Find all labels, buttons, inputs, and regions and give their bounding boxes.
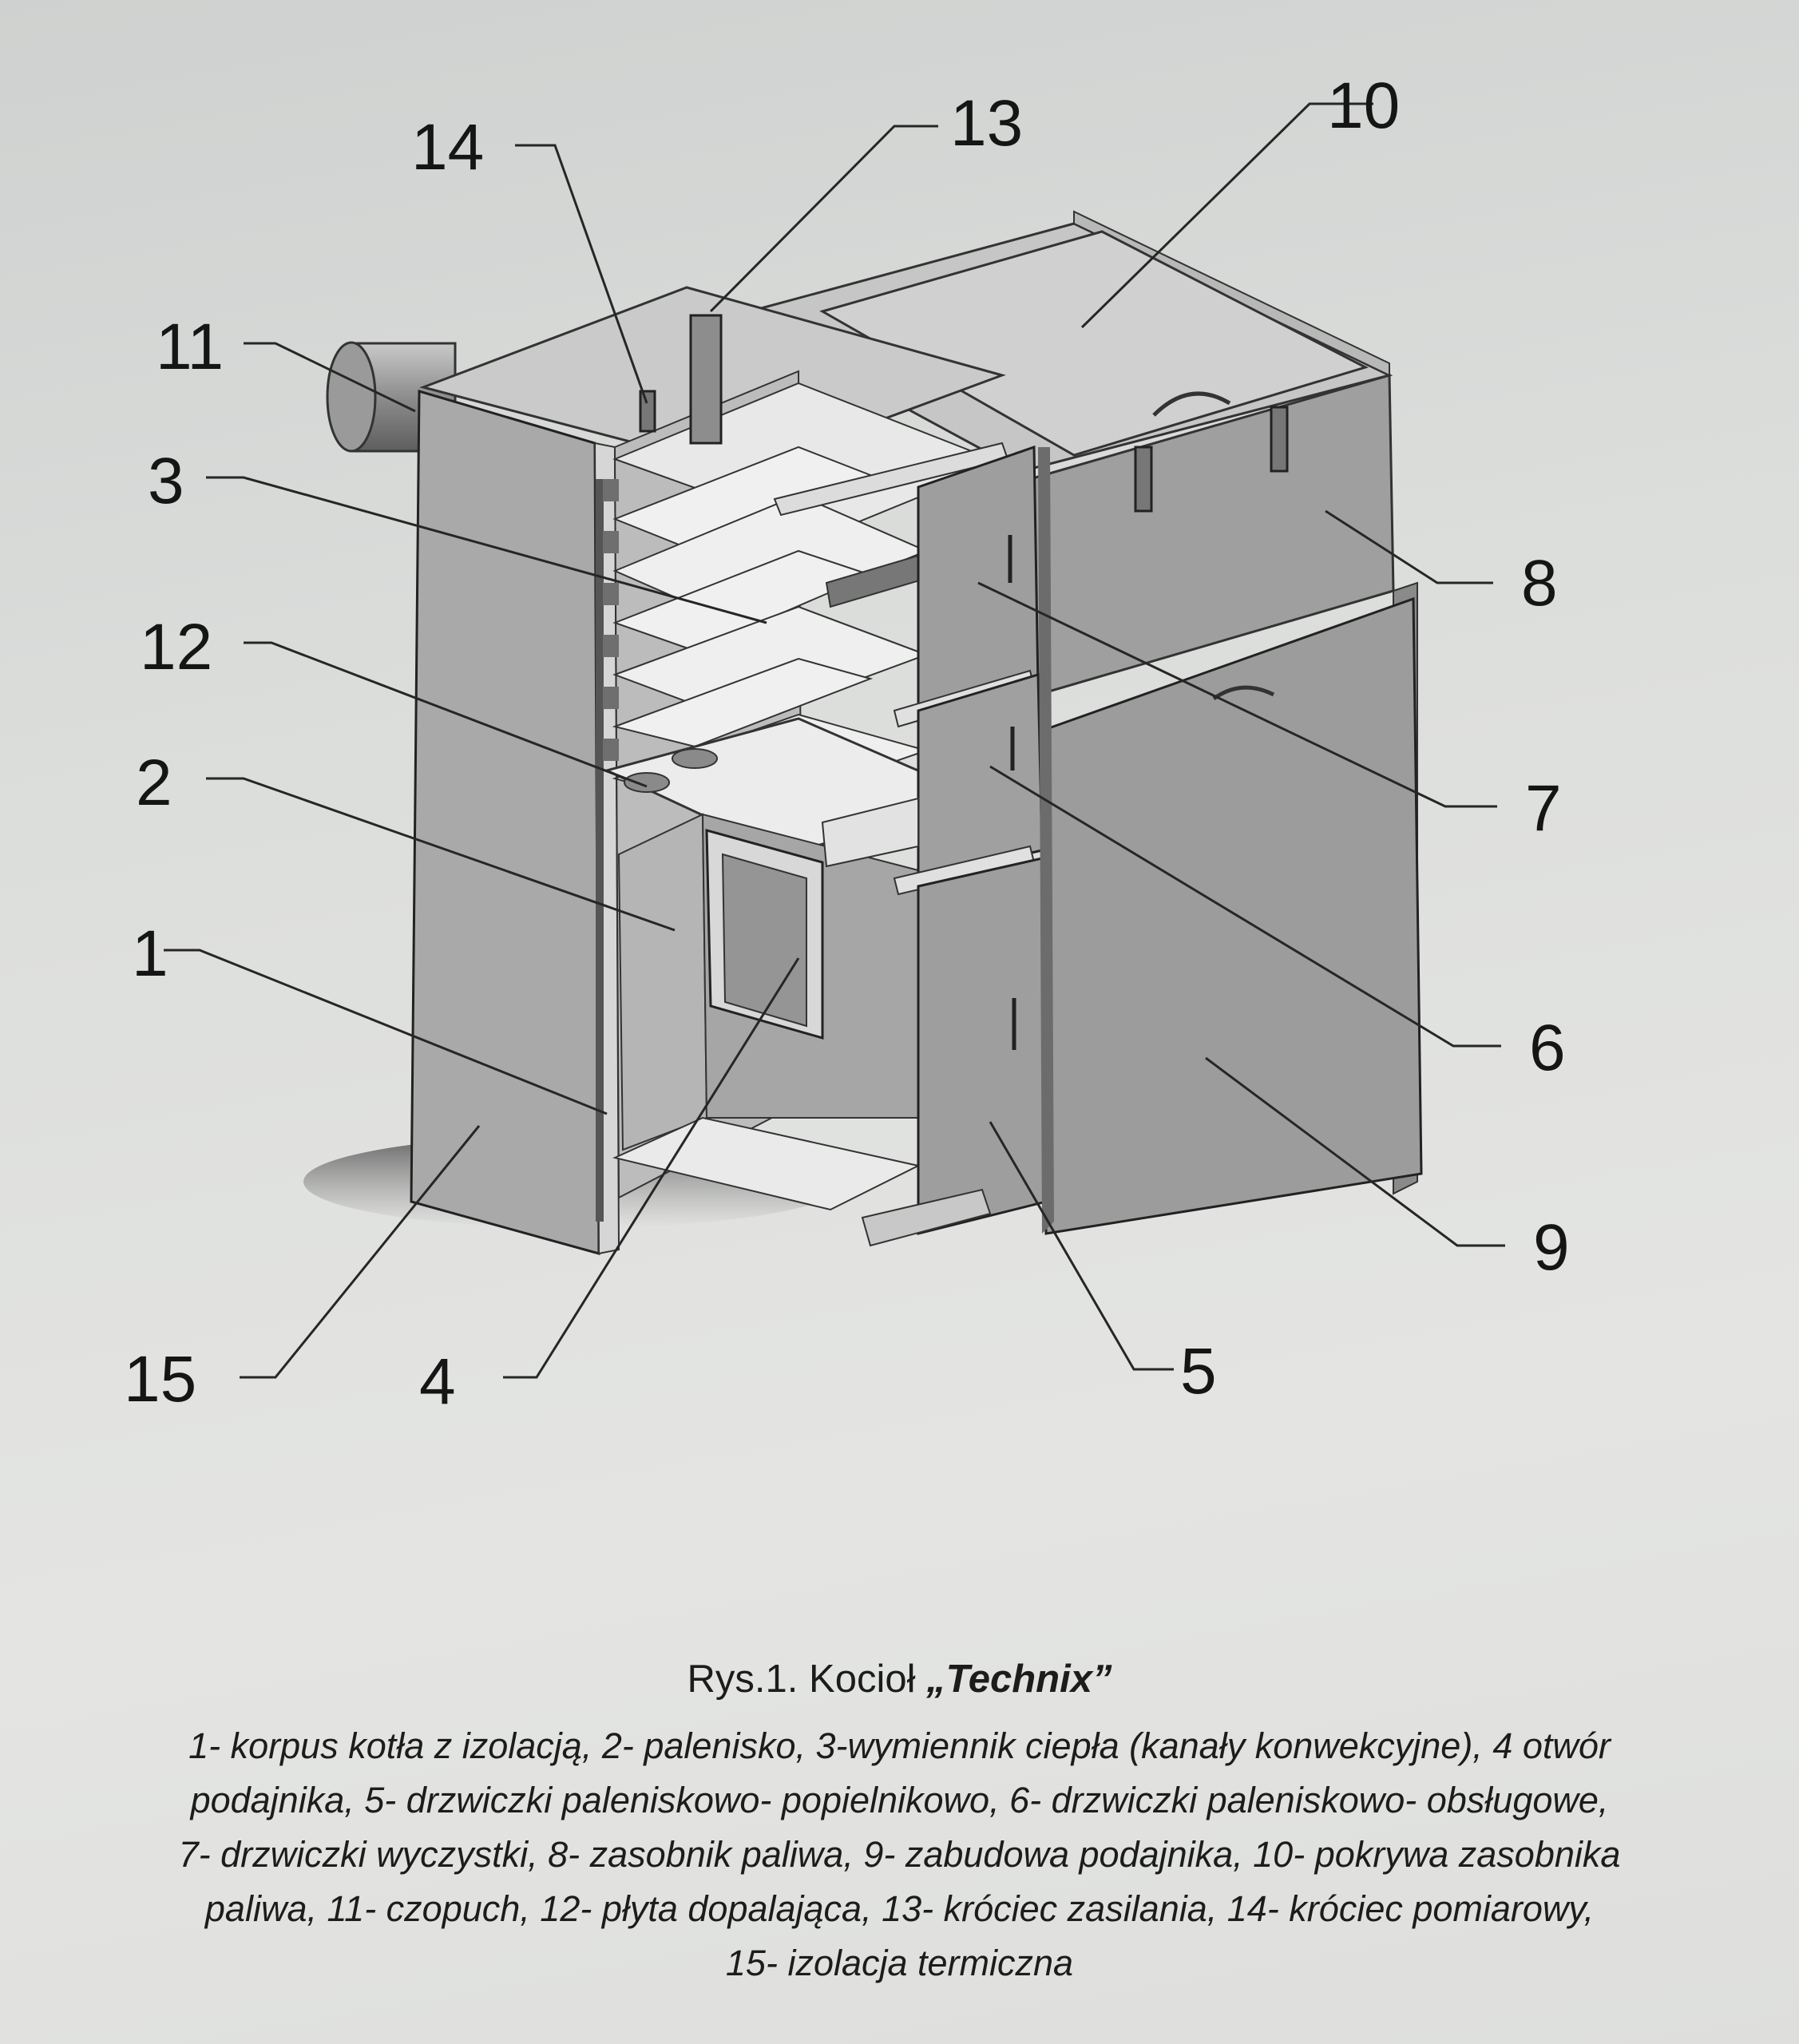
caption-title: Rys.1. Kocioł „Technix” bbox=[0, 1657, 1799, 1701]
callout-leaders bbox=[164, 102, 1505, 1379]
caption-line: 7- drzwiczki wyczystki, 8- zasobnik pali… bbox=[178, 1834, 1621, 1875]
hinge-left-icon bbox=[1134, 446, 1153, 513]
plate-hole-1 bbox=[624, 772, 670, 793]
callout-6: 6 bbox=[1529, 1012, 1566, 1084]
caption-line: paliwa, 11- czopuch, 12- płyta dopalając… bbox=[204, 1888, 1595, 1929]
measurement-stub bbox=[639, 390, 656, 433]
supply-stub bbox=[689, 314, 723, 445]
boiler-body bbox=[410, 286, 1009, 1255]
hopper-lid bbox=[819, 230, 1369, 457]
callout-12: 12 bbox=[140, 611, 212, 683]
callout-9: 9 bbox=[1533, 1211, 1570, 1284]
caption-title-prefix: Rys.1. Kocioł bbox=[687, 1658, 927, 1701]
callout-2: 2 bbox=[136, 747, 172, 819]
plate-hole-2 bbox=[672, 748, 718, 769]
boiler-doors bbox=[821, 445, 1054, 1247]
caption-line: 15- izolacja termiczna bbox=[725, 1943, 1074, 1983]
callout-labels: 14 13 10 11 3 12 2 1 15 4 5 8 7 6 9 bbox=[124, 69, 1570, 1418]
hinge-right-icon bbox=[1270, 406, 1289, 473]
callout-5: 5 bbox=[1180, 1335, 1217, 1408]
door-ash bbox=[917, 857, 1048, 1235]
figure-caption: Rys.1. Kocioł „Technix” 1- korpus kotła … bbox=[0, 1657, 1799, 1991]
callout-4: 4 bbox=[419, 1345, 456, 1418]
callout-7: 7 bbox=[1525, 772, 1562, 845]
callout-14: 14 bbox=[411, 111, 484, 184]
callout-1: 1 bbox=[132, 917, 168, 990]
caption-line: 1- korpus kotła z izolacją, 2- palenisko… bbox=[188, 1725, 1611, 1766]
callout-11: 11 bbox=[156, 311, 224, 383]
left-wall-insulation bbox=[410, 389, 600, 1255]
caption-line: podajnika, 5- drzwiczki paleniskowo- pop… bbox=[190, 1780, 1609, 1820]
lid-handle bbox=[1152, 391, 1231, 417]
callout-10: 10 bbox=[1327, 69, 1400, 142]
callout-3: 3 bbox=[148, 445, 184, 517]
callout-13: 13 bbox=[950, 87, 1023, 160]
callout-15: 15 bbox=[124, 1343, 196, 1416]
callout-8: 8 bbox=[1521, 547, 1558, 620]
feeder-housing bbox=[1040, 596, 1423, 1235]
combustion-chamber bbox=[612, 813, 921, 1211]
caption-title-name: „Technix” bbox=[926, 1658, 1112, 1701]
